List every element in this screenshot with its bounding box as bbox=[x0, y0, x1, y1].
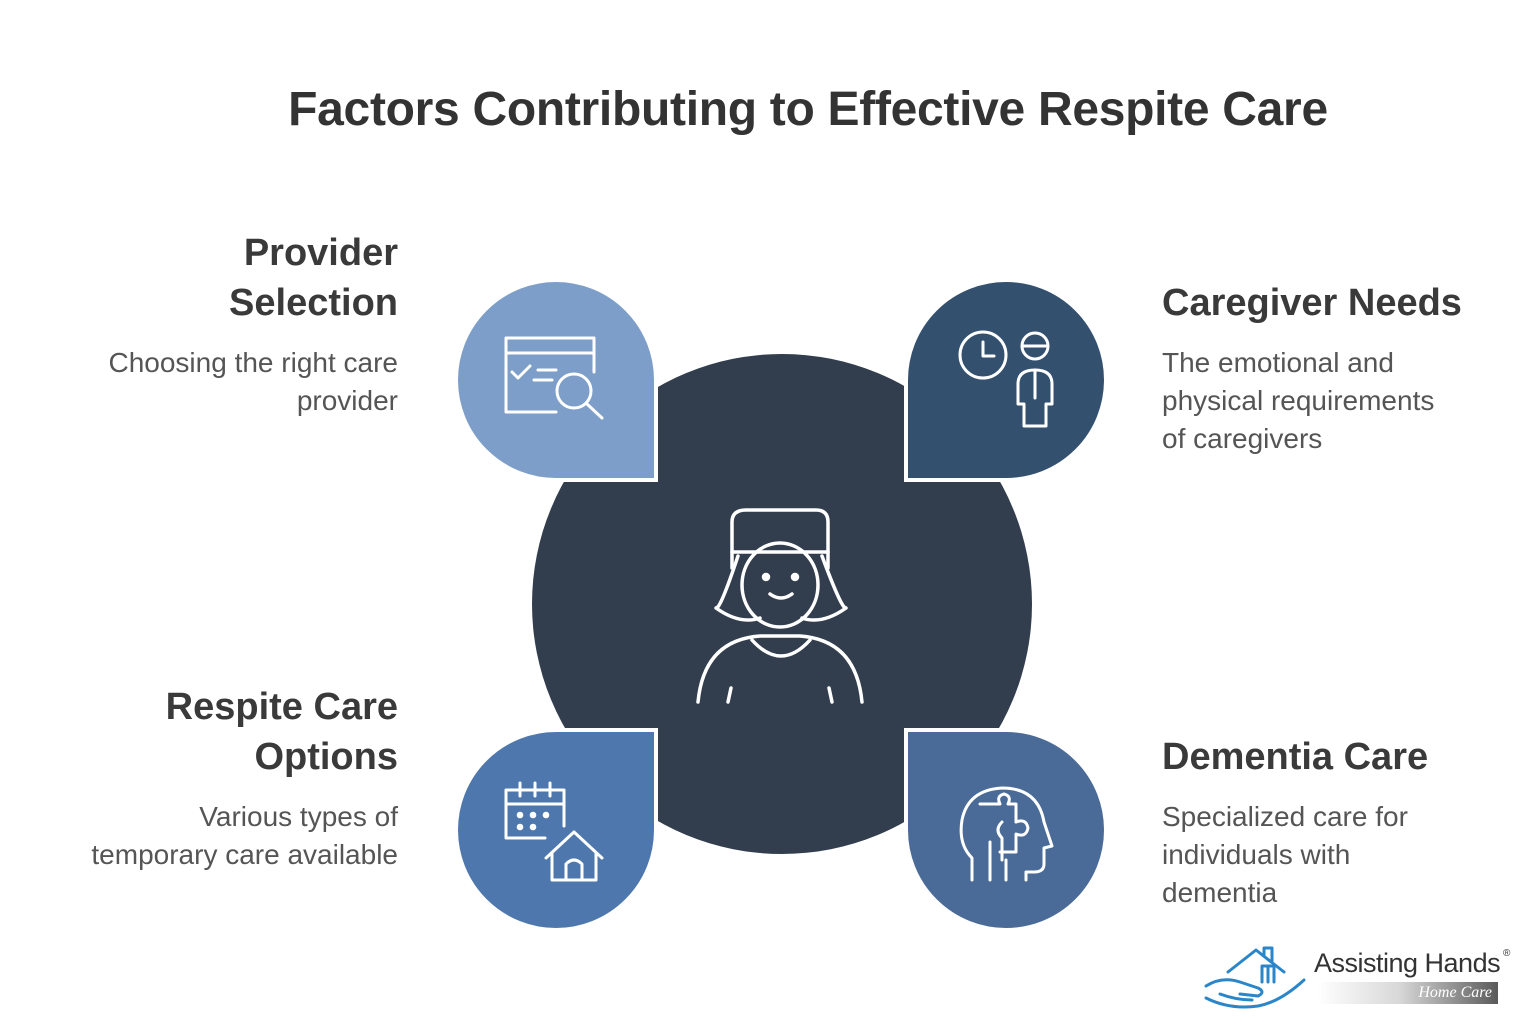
heading-line: Selection bbox=[229, 282, 398, 324]
heading-line: Respite Care bbox=[165, 686, 398, 728]
page-title: Factors Contributing to Effective Respit… bbox=[288, 83, 1328, 136]
provider-selection-description: Choosing the right care provider bbox=[30, 344, 398, 420]
description-line: Choosing the right care bbox=[108, 347, 398, 378]
description-line: physical requirements bbox=[1162, 385, 1435, 416]
heading-line: Options bbox=[254, 736, 398, 778]
browser-search-icon bbox=[504, 336, 604, 420]
petal-caregiver-needs bbox=[904, 278, 1108, 482]
caregiver-needs-heading: Caregiver Needs bbox=[1162, 278, 1522, 328]
provider-selection-block: Provider Selection Choosing the right ca… bbox=[30, 228, 398, 420]
heading-line: Caregiver Needs bbox=[1162, 282, 1462, 324]
hand-house-logo-icon bbox=[1204, 946, 1306, 1009]
provider-selection-heading: Provider Selection bbox=[30, 228, 398, 328]
respite-care-options-description: Various types of temporary care availabl… bbox=[30, 798, 398, 874]
petal-provider-selection bbox=[454, 278, 658, 482]
description-line: Specialized care for bbox=[1162, 801, 1408, 832]
logo-brand-text: Assisting Hands bbox=[1314, 948, 1501, 978]
heading-line: Provider bbox=[243, 232, 398, 274]
heading-line: Dementia Care bbox=[1162, 736, 1429, 778]
petal-respite-care-options bbox=[454, 728, 658, 932]
petal-dementia-care bbox=[904, 728, 1108, 932]
description-line: The emotional and bbox=[1162, 347, 1394, 378]
description-line: provider bbox=[296, 385, 398, 416]
respite-care-options-block: Respite Care Options Various types of te… bbox=[30, 682, 398, 874]
calendar-home-icon bbox=[504, 781, 604, 882]
nurse-icon bbox=[696, 508, 864, 704]
logo-tagline: Home Care bbox=[1318, 982, 1498, 1004]
dementia-care-heading: Dementia Care bbox=[1162, 732, 1522, 782]
dementia-care-description: Specialized care for individuals with de… bbox=[1162, 798, 1522, 912]
clock-person-icon bbox=[958, 330, 1054, 428]
description-line: dementia bbox=[1162, 877, 1278, 908]
description-line: Various types of bbox=[199, 801, 398, 832]
dementia-care-block: Dementia Care Specialized care for indiv… bbox=[1162, 732, 1522, 912]
logo-registered-mark: ® bbox=[1503, 948, 1511, 959]
description-line: of caregivers bbox=[1162, 423, 1323, 454]
respite-care-options-heading: Respite Care Options bbox=[30, 682, 398, 782]
caregiver-needs-description: The emotional and physical requirements … bbox=[1162, 344, 1522, 458]
caregiver-needs-block: Caregiver Needs The emotional and physic… bbox=[1162, 278, 1522, 458]
assisting-hands-logo: Assisting Hands ® Home Care bbox=[1200, 936, 1520, 1016]
description-line: temporary care available bbox=[91, 839, 398, 870]
head-puzzle-icon bbox=[959, 786, 1054, 882]
description-line: individuals with bbox=[1162, 839, 1351, 870]
